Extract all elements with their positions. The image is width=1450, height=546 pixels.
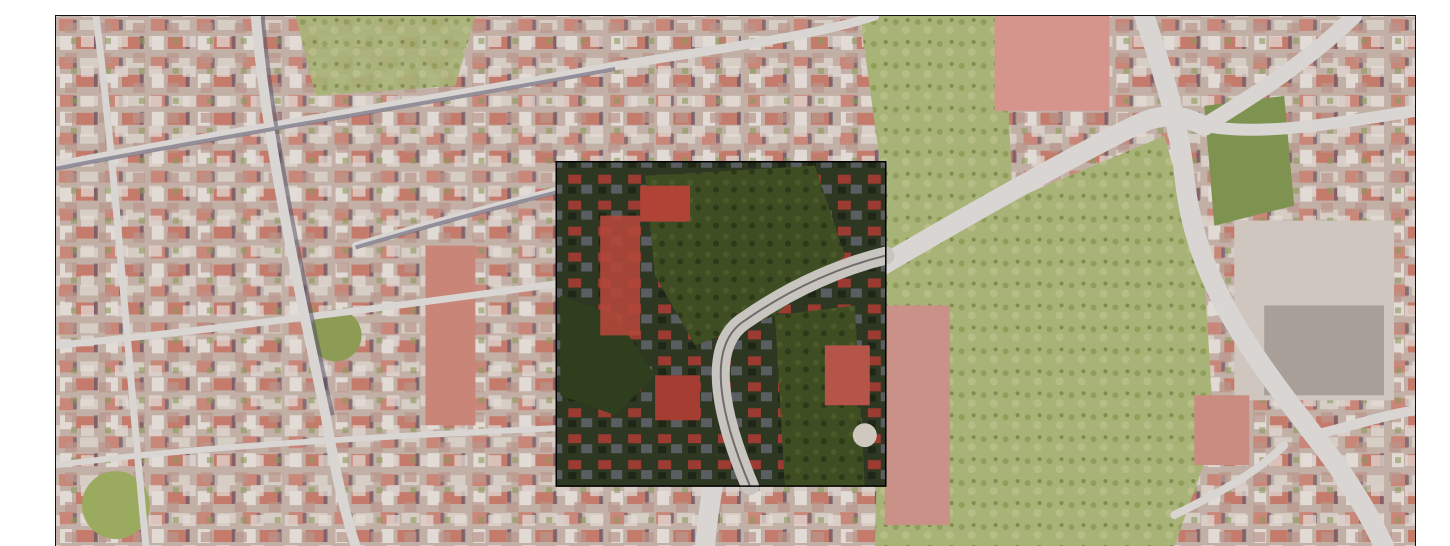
highlight-region [555,160,895,496]
aerial-map [55,15,1416,546]
aerial-imagery [56,16,1415,546]
